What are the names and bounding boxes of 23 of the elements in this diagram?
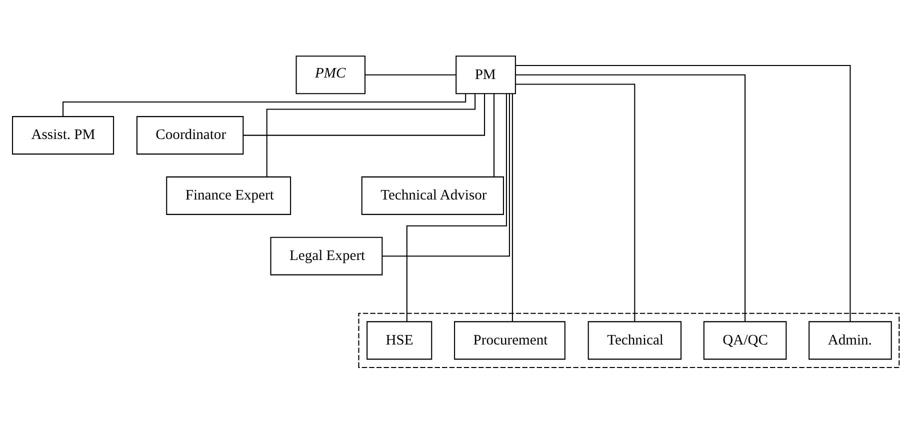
node-box: Procurement	[454, 321, 566, 360]
connector	[266, 94, 476, 177]
node-box: PMC	[296, 56, 366, 94]
connector	[493, 94, 495, 177]
connector	[365, 74, 456, 76]
cluster	[358, 312, 900, 368]
connector	[382, 94, 510, 257]
connector	[516, 65, 851, 322]
node-box: Admin.	[808, 321, 892, 360]
connector	[516, 74, 746, 322]
node-box: Coordinator	[136, 116, 244, 155]
connector	[406, 94, 507, 322]
node-box: Technical	[588, 321, 682, 360]
connector	[512, 94, 513, 322]
node-box: Assist. PM	[12, 116, 114, 155]
node-box: HSE	[366, 321, 432, 360]
connector	[516, 84, 636, 322]
node-box: QA/QC	[703, 321, 787, 360]
node-box: Legal Expert	[270, 236, 383, 276]
node-box: PM	[456, 56, 516, 94]
connector	[243, 94, 486, 136]
node-box: Technical Advisor	[361, 176, 504, 215]
node-box: Finance Expert	[166, 176, 292, 215]
